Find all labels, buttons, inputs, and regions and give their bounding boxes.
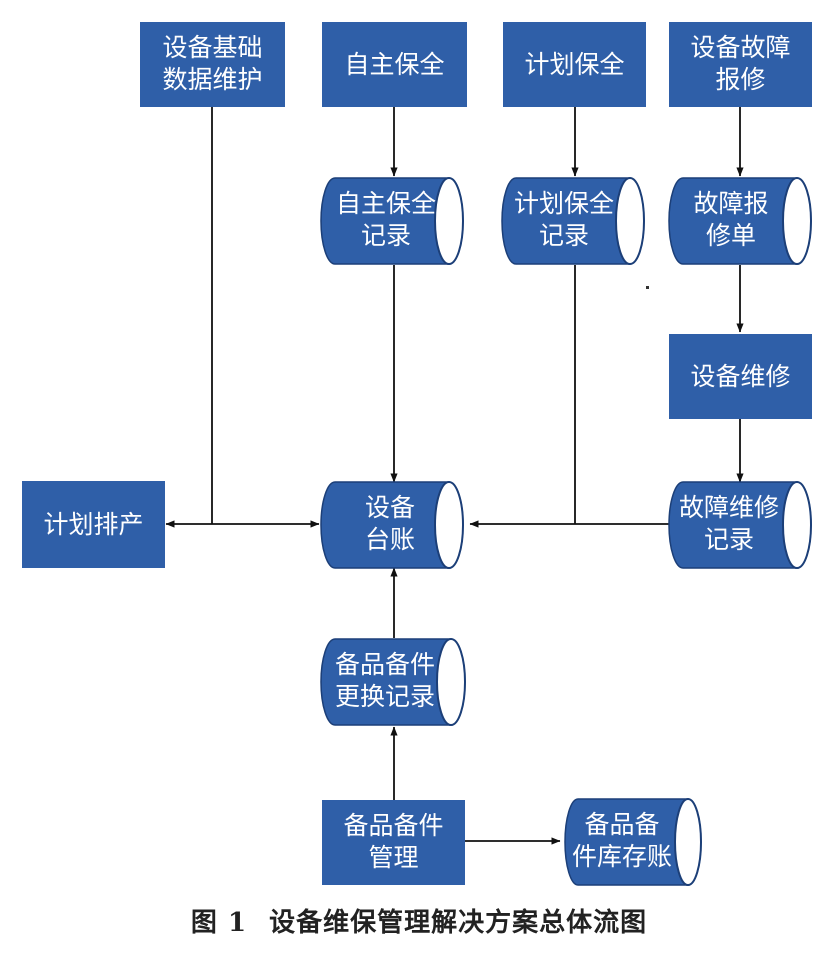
- figure-caption: 图 1 设备维保管理解决方案总体流图: [0, 902, 838, 939]
- node-repair-record-line-1: 故障维修: [679, 493, 779, 522]
- node-autonomous-maint-label: 自主保全: [344, 50, 444, 79]
- node-fault-report: 设备故障 报修: [669, 22, 812, 107]
- node-autonomous-maint: 自主保全: [322, 22, 467, 107]
- node-planned-maint-shape: [503, 22, 646, 107]
- node-autonomous-record-line-1: 自主保全: [336, 189, 436, 218]
- node-planned-maint: 计划保全: [503, 22, 646, 107]
- node-spare-replace-record-cap: [436, 638, 466, 726]
- node-base-data-shape: [140, 22, 285, 107]
- node-fault-report-line-1: 设备故障: [690, 33, 790, 62]
- node-spare-inventory-line-2: 件库存账: [572, 842, 672, 871]
- node-spare-mgmt-shape: [322, 800, 465, 885]
- node-production-plan: 计划排产: [22, 481, 165, 568]
- node-ledger-cap: [434, 481, 464, 569]
- node-ledger-line-1: 设备: [365, 493, 415, 522]
- node-spare-mgmt: 备品备件 管理: [322, 800, 465, 885]
- node-repair-record-line-2: 记录: [704, 525, 754, 554]
- node-base-data-line-1: 设备基础: [162, 33, 262, 62]
- node-fault-ticket-cap: [782, 177, 812, 265]
- flow-diagram: 设备基础 数据维护 自主保全 计划保全 设备故障 报修 设备维修 计划排产 备品…: [22, 22, 812, 886]
- node-ledger-line-2: 台账: [365, 525, 415, 554]
- node-fault-ticket-line-1: 故障报: [693, 189, 768, 218]
- node-planned-record-line-2: 记录: [539, 221, 589, 250]
- node-spare-replace-record: 备品备件 更换记录: [320, 638, 466, 726]
- node-base-data-line-2: 数据维护: [162, 65, 262, 94]
- node-spare-mgmt-line-1: 备品备件: [343, 811, 443, 840]
- node-autonomous-maint-shape: [322, 22, 467, 107]
- figure-number: 图 1: [190, 908, 248, 938]
- node-spare-inventory-cap: [674, 798, 702, 886]
- node-spare-replace-record-line-2: 更换记录: [335, 682, 435, 711]
- node-repair-record-cap: [782, 481, 812, 569]
- node-autonomous-record: 自主保全 记录: [320, 177, 464, 265]
- node-repair-shape: [669, 334, 812, 419]
- node-fault-ticket: 故障报 修单: [668, 177, 812, 265]
- edges: [165, 107, 744, 845]
- node-planned-record-line-1: 计划保全: [514, 189, 614, 218]
- node-planned-record-cap: [615, 177, 645, 265]
- node-repair-label: 设备维修: [690, 362, 790, 391]
- node-production-plan-shape: [22, 481, 165, 568]
- node-fault-report-shape: [669, 22, 812, 107]
- stray-dot: [646, 286, 649, 289]
- node-autonomous-record-cap: [434, 177, 464, 265]
- figure-title: 设备维保管理解决方案总体流图: [269, 908, 648, 938]
- node-planned-maint-label: 计划保全: [524, 50, 624, 79]
- node-fault-ticket-line-2: 修单: [706, 221, 756, 250]
- node-ledger: 设备 台账: [320, 481, 464, 569]
- node-repair-record: 故障维修 记录: [668, 481, 812, 569]
- node-base-data: 设备基础 数据维护: [140, 22, 285, 107]
- node-planned-record: 计划保全 记录: [501, 177, 645, 265]
- node-autonomous-record-line-2: 记录: [361, 221, 411, 250]
- node-spare-mgmt-line-2: 管理: [368, 843, 418, 872]
- node-spare-inventory: 备品备 件库存账: [564, 798, 702, 886]
- node-production-plan-label: 计划排产: [43, 510, 143, 539]
- node-spare-inventory-line-1: 备品备: [584, 810, 659, 839]
- node-fault-report-line-2: 报修: [715, 65, 765, 94]
- node-repair: 设备维修: [669, 334, 812, 419]
- node-spare-replace-record-line-1: 备品备件: [335, 650, 435, 679]
